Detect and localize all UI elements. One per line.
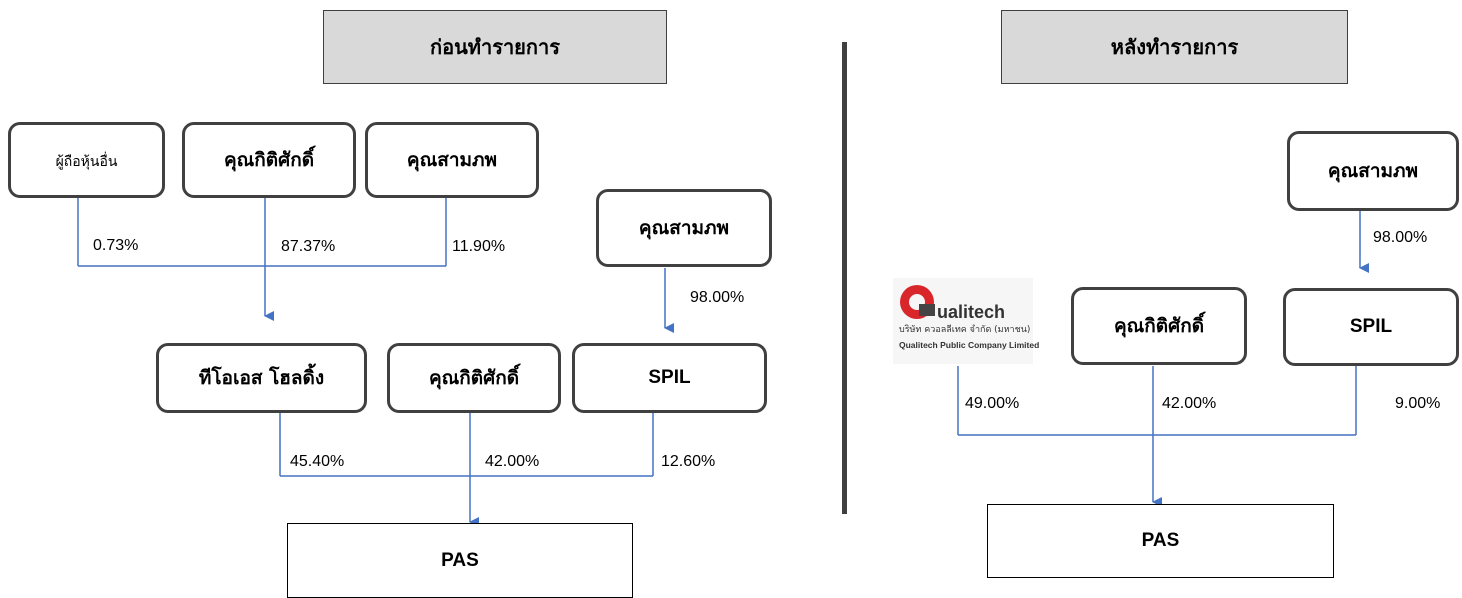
pct-kittisak-after: 42.00%	[1162, 395, 1217, 412]
pct-spil-after: 9.00%	[1395, 395, 1441, 412]
pct-spil: 12.60%	[661, 453, 716, 470]
node-other-shareholders: ผู้ถือหุ้นอื่น	[8, 122, 165, 198]
node-spil-owner: คุณสามภพ	[596, 189, 772, 267]
qualitech-q-icon	[900, 285, 935, 319]
node-kittisak-after: คุณกิติศักดิ์	[1071, 287, 1247, 365]
qualitech-english-name: Qualitech Public Company Limited	[899, 340, 1040, 350]
pct-tos: 45.40%	[290, 453, 345, 470]
qualitech-wordmark: ualitech	[937, 302, 1006, 322]
node-pas-before: PAS	[287, 523, 633, 598]
section-divider	[842, 42, 847, 514]
node-spil: SPIL	[572, 343, 767, 413]
node-spil-owner-after: คุณสามภพ	[1287, 131, 1459, 211]
qualitech-logo: ualitech บริษัท ควอลลีเทค จำกัด (มหาชน) …	[893, 278, 1039, 364]
before-title: ก่อนทำรายการ	[323, 10, 667, 84]
pct-qualitech: 49.00%	[965, 395, 1020, 412]
pct-kittisak: 87.37%	[281, 238, 336, 255]
node-kittisak: คุณกิติศักดิ์	[182, 122, 356, 198]
after-title: หลังทำรายการ	[1001, 10, 1348, 84]
pct-spil-owner-after: 98.00%	[1373, 229, 1428, 246]
pct-kittisak-direct: 42.00%	[485, 453, 540, 470]
pct-spil-owner: 98.00%	[690, 289, 745, 306]
node-tos-holding: ทีโอเอส โฮลดิ้ง	[156, 343, 367, 413]
qualitech-thai-name: บริษัท ควอลลีเทค จำกัด (มหาชน)	[899, 325, 1031, 335]
node-kittisak-direct: คุณกิติศักดิ์	[387, 343, 561, 413]
connector-lines	[77, 197, 1369, 527]
node-samphop: คุณสามภพ	[365, 122, 539, 198]
pct-others: 0.73%	[93, 237, 139, 254]
pct-samphop: 11.90%	[452, 238, 506, 255]
node-pas-after: PAS	[987, 504, 1334, 578]
node-spil-after: SPIL	[1283, 288, 1459, 366]
